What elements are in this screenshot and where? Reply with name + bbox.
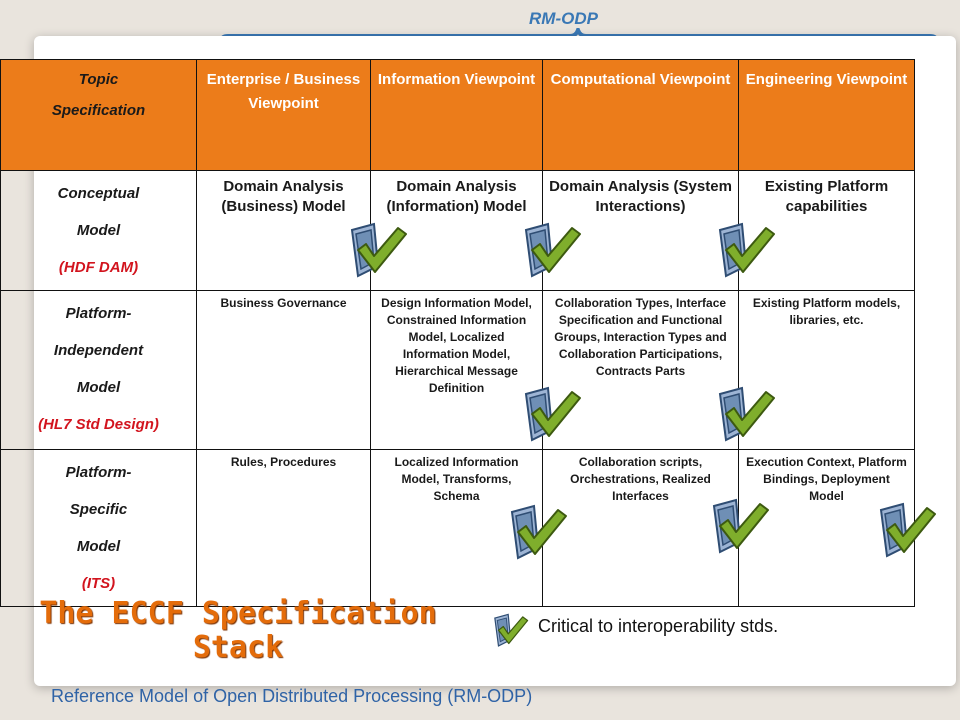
- row-head-line: Model: [76, 538, 121, 555]
- cell-pim-computational: Collaboration Types, Interface Specifica…: [542, 290, 739, 450]
- cell-pim-enterprise: Business Governance: [196, 290, 371, 450]
- rm-odp-label: RM-ODP: [529, 9, 598, 28]
- row-platform-specific: Platform- Specific Model (ITS) Rules, Pr…: [0, 449, 915, 607]
- stack-title-line: The ECCF Specification: [39, 596, 437, 631]
- cell-psm-enterprise: Rules, Procedures: [196, 449, 371, 607]
- topic-label: Topic: [78, 71, 119, 88]
- row-head-tag: (HL7 Std Design): [38, 416, 159, 433]
- topic-spec-header: Topic Specification: [0, 59, 197, 171]
- check-badge-icon: [518, 384, 584, 450]
- row-head-line: Platform-: [65, 464, 132, 481]
- row-head-line: Conceptual: [57, 185, 140, 202]
- row-head-line: Independent: [53, 342, 144, 359]
- col-information-header: Information Viewpoint: [370, 59, 543, 171]
- col-computational-header: Computational Viewpoint: [542, 59, 739, 171]
- check-badge-icon: [518, 220, 584, 286]
- cell-pim-information: Design Information Model, Constrained In…: [370, 290, 543, 450]
- cell-pim-engineering: Existing Platform models, libraries, etc…: [738, 290, 915, 450]
- check-badge-icon: [706, 496, 772, 562]
- col-enterprise-header: Enterprise / Business Viewpoint: [196, 59, 371, 171]
- row-head-conceptual: Conceptual Model (HDF DAM): [0, 170, 197, 291]
- stack-title-line: Stack: [192, 630, 284, 665]
- row-head-line: Specific: [69, 501, 128, 518]
- col-engineering-header: Engineering Viewpoint: [738, 59, 915, 171]
- check-badge-icon: [344, 220, 410, 286]
- check-badge-icon: [712, 220, 778, 286]
- row-head-pim: Platform- Independent Model (HL7 Std Des…: [0, 290, 197, 450]
- check-badge-icon: [873, 500, 939, 566]
- specification-label: Specification: [51, 102, 146, 119]
- legend-text: Critical to interoperability stds.: [538, 616, 779, 636]
- row-head-line: Platform-: [65, 305, 132, 322]
- footer-caption: Reference Model of Open Distributed Proc…: [51, 686, 533, 706]
- row-head-line: Model: [76, 222, 121, 239]
- check-badge-icon: [504, 502, 570, 568]
- header-row: Topic Specification Enterprise / Busines…: [0, 59, 915, 171]
- row-head-tag: (ITS): [81, 575, 116, 592]
- legend-check-icon: [490, 612, 530, 652]
- check-badge-icon: [712, 384, 778, 450]
- stack-title: The ECCF Specification Stack: [0, 597, 476, 665]
- row-head-psm: Platform- Specific Model (ITS): [0, 449, 197, 607]
- cell-psm-computational: Collaboration scripts, Orchestrations, R…: [542, 449, 739, 607]
- eccf-stack-table: Topic Specification Enterprise / Busines…: [0, 59, 915, 607]
- row-platform-independent: Platform- Independent Model (HL7 Std Des…: [0, 290, 915, 450]
- row-head-tag: (HDF DAM): [58, 259, 139, 276]
- row-head-line: Model: [76, 379, 121, 396]
